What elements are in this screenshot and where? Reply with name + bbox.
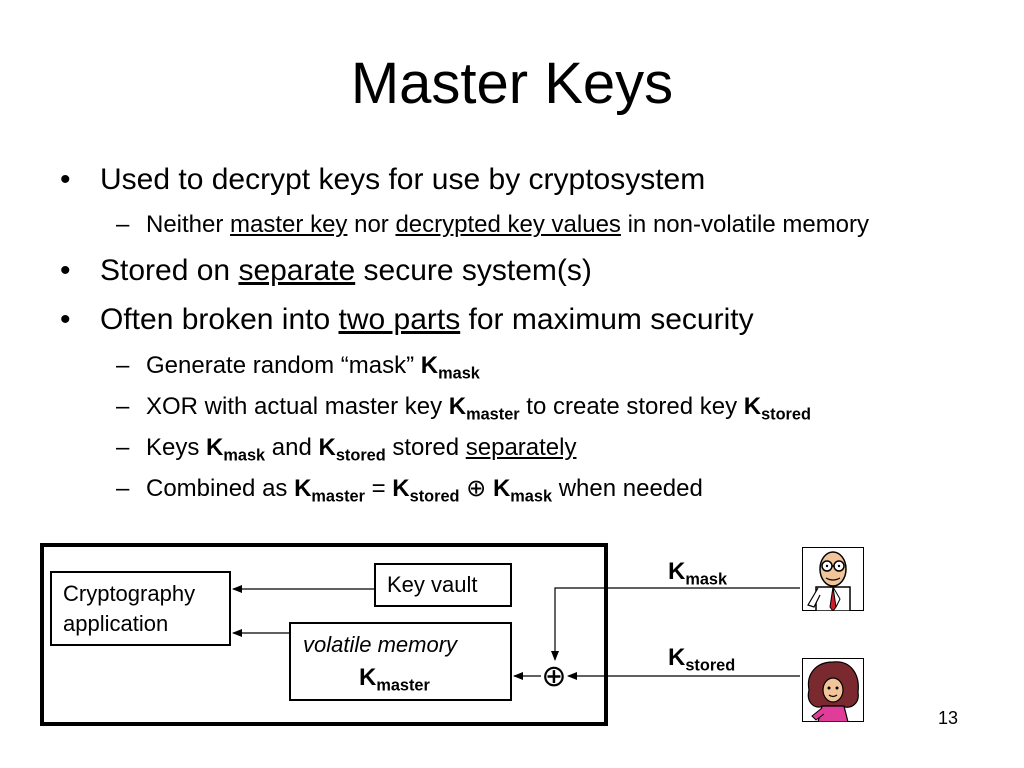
bullet-3-sub-3-text: Keys Kmask and Kstored stored separately (146, 434, 577, 464)
dash-marker: – (116, 475, 130, 502)
k-mask-label: Kmask (668, 558, 728, 589)
secure-system-box (40, 543, 608, 726)
bullet-3-sub-2-text: XOR with actual master key Kmaster to cr… (146, 393, 811, 423)
key-vault-box: Key vault (374, 563, 512, 607)
k-letter: K (420, 352, 439, 379)
text-run: to create stored key (519, 393, 744, 420)
text-run: Generate random “mask” (146, 352, 421, 379)
k-letter: K (294, 475, 312, 502)
underlined-separate: separate (238, 254, 356, 287)
k-master: Kmaster (294, 475, 365, 505)
dash-marker: – (116, 211, 130, 238)
k-subscript: stored (761, 405, 811, 424)
text-run: Stored on (100, 254, 239, 287)
bullet-2-text: Stored on separate secure system(s) (100, 254, 592, 288)
bullet-dot: • (60, 303, 71, 336)
k-mask: Kmask (206, 434, 265, 464)
k-subscript: stored (335, 446, 386, 465)
k-subscript: stored (685, 656, 736, 675)
k-letter: K (206, 434, 224, 461)
text-run: and (265, 434, 319, 461)
woman-with-big-hair-icon (802, 658, 864, 722)
bullet-dot: • (60, 254, 71, 287)
k-stored: Kstored (743, 393, 811, 423)
text-run: in non-volatile memory (620, 211, 870, 238)
k-subscript: stored (409, 487, 460, 506)
arrow-kmask-to-xor (551, 587, 800, 661)
k-letter: K (392, 475, 410, 502)
k-subscript: master (466, 405, 520, 424)
k-subscript: master (311, 487, 365, 506)
k-master: Kmaster (448, 393, 520, 423)
underlined-separately: separately (465, 434, 577, 461)
text-run: secure system(s) (355, 254, 592, 287)
equals-sign: = (364, 475, 393, 502)
crypto-application-box: Cryptography application (50, 571, 231, 646)
text-run: Neither (146, 211, 231, 238)
volatile-memory-label: volatile memory (303, 632, 458, 657)
k-mask: Kmask (420, 352, 480, 382)
text-run: Often broken into (100, 303, 339, 336)
k-subscript: master (376, 676, 430, 695)
crypto-app-label-line2: application (63, 611, 169, 636)
k-letter: K (668, 644, 686, 671)
dash-marker: – (116, 352, 130, 379)
k-letter: K (492, 475, 511, 502)
bullet-3-text: Often broken into two parts for maximum … (100, 303, 754, 337)
k-letter: K (318, 434, 336, 461)
bullet-3-sub-1-text: Generate random “mask” Kmask (146, 352, 480, 382)
xor-symbol: ⊕ (541, 659, 567, 694)
volatile-memory-box: volatile memory Kmaster (289, 622, 512, 701)
crypto-app-label-line1: Cryptography (63, 581, 196, 606)
underlined-decrypted-key-values: decrypted key values (395, 211, 621, 238)
slide-title: Master Keys (350, 51, 674, 116)
text-run: for maximum security (460, 303, 754, 336)
k-mask: Kmask (492, 475, 552, 505)
page-number: 13 (938, 708, 959, 728)
bullet-1-sub-1-text: Neither master key nor decrypted key val… (146, 211, 869, 239)
text-run: nor (347, 211, 396, 238)
text-run: XOR with actual master key (146, 393, 449, 420)
k-letter: K (448, 393, 467, 420)
k-letter: K (668, 558, 686, 585)
k-master: Kmaster (359, 664, 430, 695)
k-stored: Kstored (392, 475, 459, 505)
bullet-1-text: Used to decrypt keys for use by cryptosy… (100, 163, 706, 196)
k-letter: K (359, 664, 377, 691)
text-run: stored (385, 434, 466, 461)
k-subscript: mask (685, 570, 728, 589)
k-subscript: mask (438, 364, 480, 383)
engineer-with-glasses-icon (802, 547, 864, 611)
k-subscript: mask (510, 487, 553, 506)
text-run: Combined as (146, 475, 295, 502)
text-run: Keys (146, 434, 207, 461)
text-run: when needed (552, 475, 703, 502)
bullet-dot: • (60, 163, 71, 196)
k-subscript: mask (223, 446, 266, 465)
underlined-master-key: master key (230, 211, 348, 238)
k-stored: Kstored (318, 434, 386, 464)
key-vault-label: Key vault (387, 572, 478, 597)
k-letter: K (743, 393, 762, 420)
dash-marker: – (116, 393, 130, 420)
dash-marker: – (116, 434, 130, 461)
k-stored-label: Kstored (668, 644, 736, 675)
bullet-3-sub-4-text: Combined as Kmaster = Kstored ⊕ Kmask wh… (146, 475, 703, 505)
xor-sign: ⊕ (459, 475, 493, 502)
underlined-two-parts: two parts (338, 303, 461, 336)
